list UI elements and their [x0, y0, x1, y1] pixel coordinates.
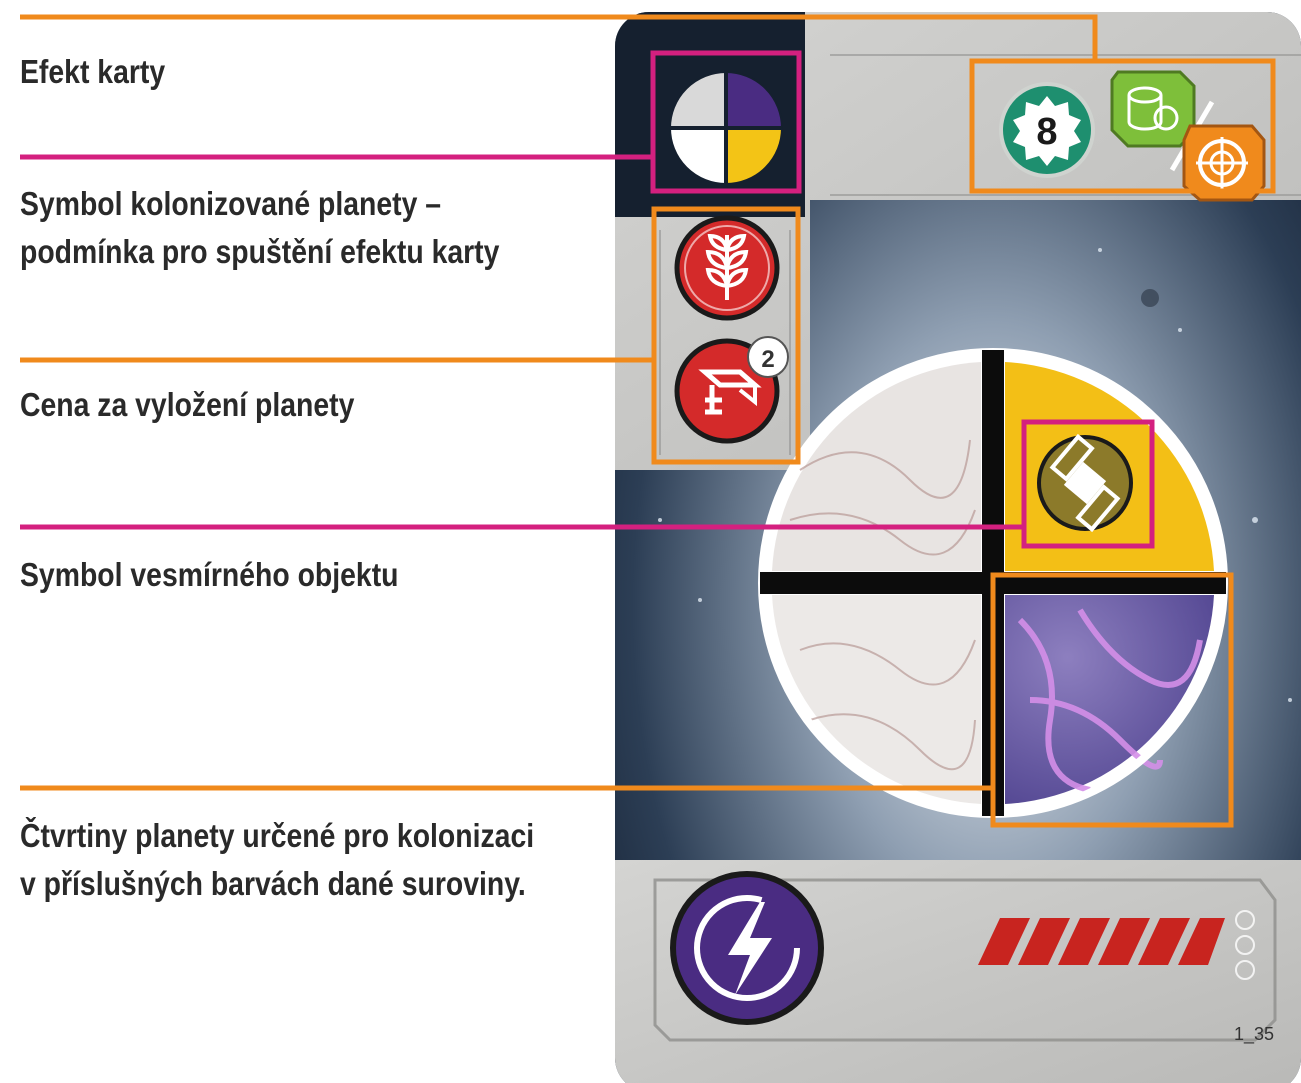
coins-icon — [1112, 72, 1194, 146]
label-quarters-line1: Čtvrtiny planety určené pro kolonizaci — [20, 812, 534, 860]
color-wheel-icon — [670, 72, 782, 184]
label-planet-symbol-line1: Symbol kolonizované planety – — [20, 180, 441, 228]
wheat-icon — [677, 218, 777, 318]
label-quarters-line2: v příslušných barvách dané suroviny. — [20, 860, 526, 908]
label-space-object: Symbol vesmírného objektu — [20, 551, 398, 599]
victory-points-value: 8 — [1036, 111, 1057, 153]
card-id: 1_35 — [1234, 1024, 1274, 1045]
label-card-effect: Efekt karty — [20, 48, 165, 96]
energy-icon — [673, 874, 821, 1022]
cost-badge-value: 2 — [761, 346, 774, 373]
satellite-icon — [1039, 437, 1131, 529]
label-planet-symbol-line2: podmínka pro spuštění efektu karty — [20, 228, 499, 276]
label-planet-cost: Cena za vyložení planety — [20, 381, 354, 429]
